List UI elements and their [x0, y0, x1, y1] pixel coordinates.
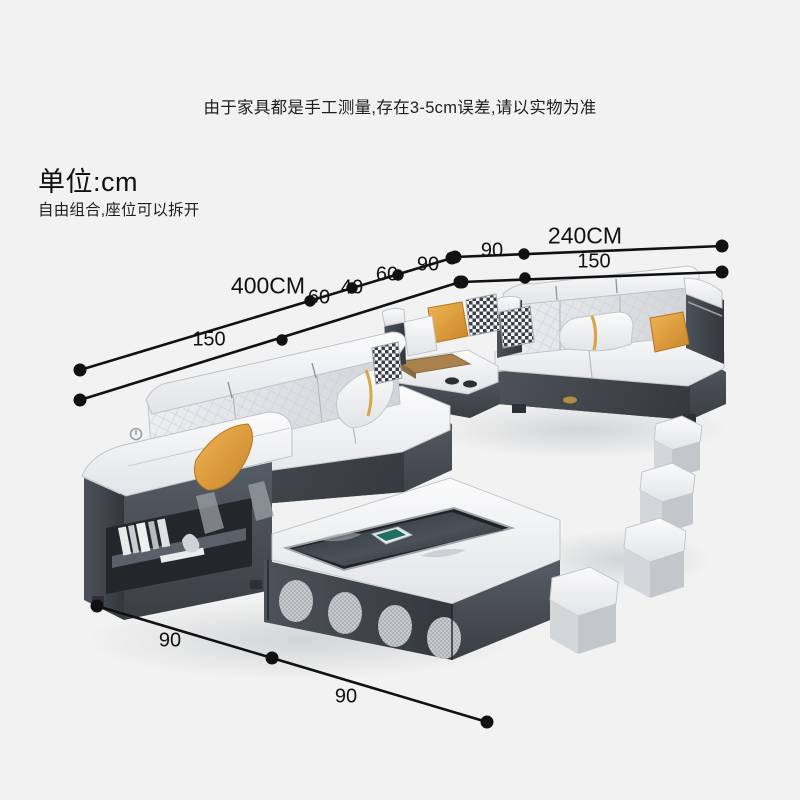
left-long-sofa: [81, 331, 452, 620]
unit-subtitle: 自由组合,座位可以拆开: [38, 202, 200, 219]
unit-title: 单位:cm: [38, 167, 138, 197]
orange-pillow: [194, 423, 253, 491]
dimlabel-90-right: 90: [480, 239, 504, 262]
houndstooth-pillow: [371, 341, 403, 385]
wireless-charger: [370, 526, 414, 545]
left-arm-storage: [81, 411, 293, 620]
dimlabel-60-a: 60: [307, 286, 331, 309]
houndstooth-pillow: [499, 305, 535, 349]
dimline-240-upper: [454, 244, 723, 259]
glass-top: [282, 506, 516, 572]
dimlabel-240cm: 240CM: [547, 222, 623, 249]
orange-pillow: [649, 311, 690, 353]
right-long-sofa: [494, 265, 726, 423]
dimlabel-60-b: 60: [375, 263, 399, 286]
side-table-module: [381, 293, 501, 418]
dimlabel-90-upper-left: 90: [416, 253, 440, 276]
measurement-disclaimer: 由于家具都是手工测量,存在3-5cm误差,请以实物为准: [203, 99, 597, 117]
dimlabel-150-left: 150: [192, 328, 226, 351]
bookshelf: [118, 518, 171, 556]
dimlabel-90-bottom-left: 90: [158, 629, 182, 652]
ottoman-4: [549, 566, 619, 654]
ottoman-3: [623, 517, 687, 598]
dimline-150-lower-left: [79, 280, 461, 402]
dimlabel-150-right: 150: [577, 250, 611, 273]
dimline-400-upper: [79, 256, 453, 372]
dimline-90-bottom-left: [96, 604, 273, 660]
dimline-90-bottom-right: [271, 656, 488, 724]
dimline-240-lower: [461, 270, 723, 284]
chaise-console: [264, 477, 561, 660]
bolster-pillow: [559, 311, 634, 352]
dimlabel-90-bottom-right: 90: [334, 685, 358, 708]
dimlabel-400cm: 400CM: [230, 272, 306, 299]
shelf-decor: [159, 533, 205, 563]
dimlabel-40: 40: [340, 276, 364, 299]
